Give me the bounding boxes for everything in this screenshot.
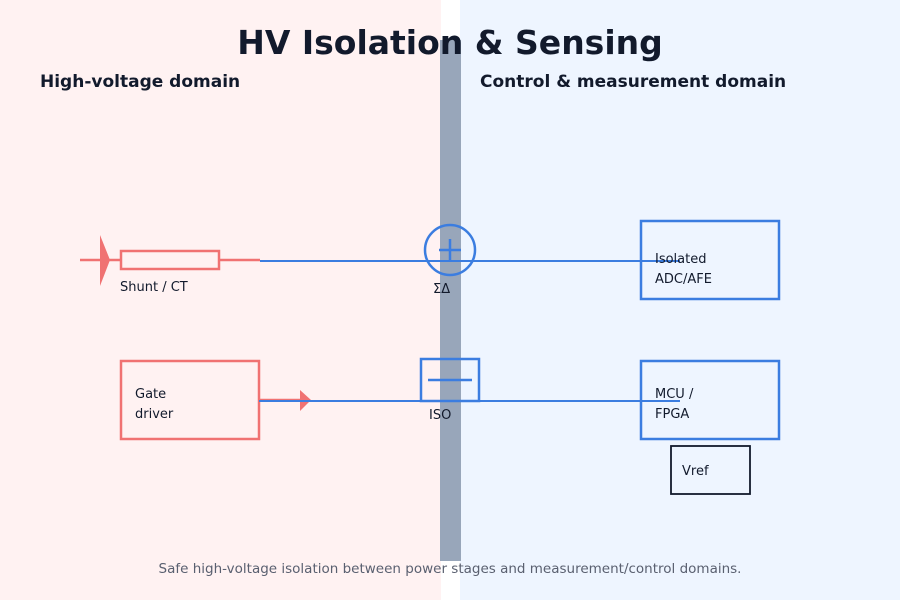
isolation-barrier [440, 40, 461, 561]
isolator-box [419, 357, 481, 403]
sigma-delta-circle [423, 223, 477, 277]
mcu-label-line1: MCU / [655, 387, 694, 402]
gate-driver-label-line2: driver [135, 407, 174, 422]
shunt-sensor [80, 235, 260, 286]
digital-isolator [419, 357, 481, 403]
sigma-delta-label: ΣΔ [433, 282, 450, 297]
vref-label: Vref [682, 464, 709, 479]
isolator-label: ISO [429, 408, 451, 423]
control-domain-label: Control & measurement domain [480, 72, 786, 92]
hv-domain-label: High-voltage domain [40, 72, 240, 92]
diagram-caption: Safe high-voltage isolation between powe… [159, 561, 742, 577]
shunt-input-arrow-icon [100, 235, 110, 286]
hv-domain-background [0, 0, 441, 600]
adc-label-line2: ADC/AFE [655, 272, 712, 287]
shunt-label: Shunt / CT [120, 280, 188, 295]
isolated-adc-box [639, 219, 781, 301]
gate-driver-label-line1: Gate [135, 387, 166, 402]
vref-box [670, 445, 751, 495]
mcu-fpga-box [639, 359, 781, 441]
mcu-label-line2: FPGA [655, 407, 689, 422]
sigma-delta-modulator [423, 223, 477, 277]
diagram-title: HV Isolation & Sensing [237, 23, 663, 62]
adc-label-line1: Isolated [655, 252, 707, 267]
